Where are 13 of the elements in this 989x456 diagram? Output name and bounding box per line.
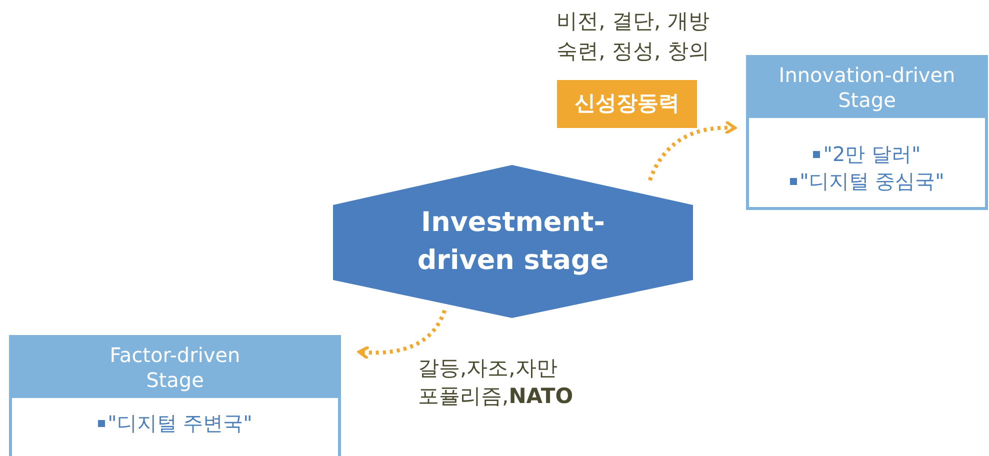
stage-title: Investment- driven stage (416, 206, 610, 278)
dotted-arrow (358, 310, 446, 359)
tag-box: 신성장동력 (557, 80, 697, 128)
note-text: 비전, 결단, 개방 숙련, 정성, 창의 (556, 8, 710, 65)
stage-card (9, 335, 341, 456)
note-text: 갈등,자조,자만 포퓰리즘,NATO (418, 355, 574, 410)
stage-card (746, 55, 988, 210)
stage-heading: Innovation-driven Stage (778, 63, 956, 113)
bullet-text: "디지털 중심국" (800, 168, 944, 195)
bullet-text: "2만 달러" (823, 141, 921, 168)
bullet-text: "디지털 주변국" (108, 410, 252, 437)
stage-heading: Factor-driven Stage (108, 343, 242, 393)
dotted-arrow (648, 121, 736, 182)
